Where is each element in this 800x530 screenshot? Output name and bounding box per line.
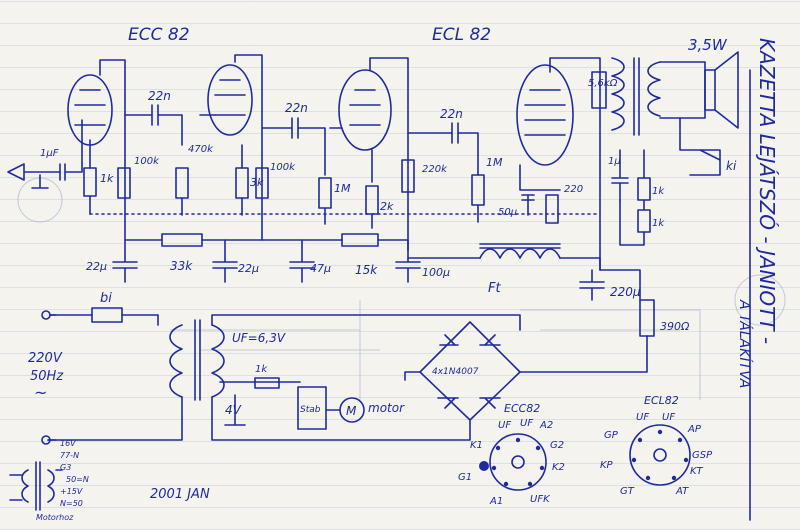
motor-note-line: 77-N	[60, 451, 79, 460]
heater-voltage: UF=6,3V	[232, 331, 286, 345]
speaker-power: 3,5W	[688, 36, 728, 54]
ecc-pin: UF	[498, 420, 511, 431]
ecc-pin: G1	[458, 472, 472, 483]
ecc-pin: UFK	[530, 494, 551, 505]
cap-out: 220µ	[610, 285, 641, 299]
stab-label: Stab	[300, 405, 321, 415]
cap-c3: 22n	[440, 107, 463, 121]
res-g3: 1M	[334, 182, 351, 195]
res-out: 5,6kΩ	[588, 78, 618, 89]
wiring	[7, 51, 739, 445]
motor-note-line: N=50	[60, 499, 83, 508]
ecl-pin: KP	[600, 460, 614, 471]
ecc-pin: A2	[539, 420, 553, 431]
ecl-pin: UF	[662, 412, 675, 423]
ecl-pin: GSP	[692, 450, 713, 461]
res-lamp: 1k	[255, 364, 268, 375]
res-a1: 100k	[134, 156, 160, 167]
ecl-pinout-title: ECL82	[644, 394, 679, 407]
res-fb2: 1k	[652, 218, 665, 229]
res-fb1: 1k	[652, 186, 665, 197]
res-k1: 1k	[100, 172, 114, 185]
res-a3: 220k	[422, 164, 448, 175]
ecl-pin: GT	[620, 486, 635, 497]
res-ser2: 15k	[355, 263, 378, 277]
choke-label: Ft	[488, 281, 501, 296]
ecc-pin: UF	[520, 418, 533, 429]
ecl-pin: KT	[690, 466, 704, 477]
cap-neg: 1µ	[608, 156, 621, 167]
res-k3: 2k	[380, 200, 394, 213]
ecc-pin: K2	[552, 462, 565, 473]
title-vertical: KAZETTA LEJÁTSZÓ - JANIOTT -	[755, 38, 779, 344]
ecl-pin: AP	[687, 424, 702, 435]
motor-note-line: 50=N	[66, 475, 89, 484]
motor-note-label: Motorhoz	[36, 513, 74, 522]
out-label: ki	[726, 159, 737, 173]
motor-label: motor	[368, 401, 405, 415]
ecl-pin: UF	[636, 412, 649, 423]
date-label: 2001 JAN	[150, 487, 210, 502]
tube-v1	[67, 74, 113, 146]
tube-v4	[516, 64, 574, 166]
res-a2: 100k	[270, 162, 296, 173]
cap-b2: 22µ	[238, 262, 259, 275]
bridge-label: 4x1N4007	[432, 367, 479, 377]
tube-v2	[207, 64, 253, 136]
res-ser1: 33k	[170, 259, 193, 273]
motor-note-line: 16V	[60, 439, 76, 448]
motor-note-sketch	[9, 461, 63, 511]
cap-b3: 47µ	[310, 262, 331, 275]
cap-in: 1µF	[40, 148, 59, 159]
cap-c2: 22n	[285, 101, 308, 115]
pinout-ecc82	[479, 433, 547, 491]
mains-voltage: 220V	[28, 351, 63, 366]
res-g4: 1M	[486, 156, 503, 169]
motor-note-line: G3	[60, 463, 71, 472]
background-sketch	[17, 177, 786, 400]
ecc-pinout-title: ECC82	[504, 402, 540, 415]
ecl-pin: AT	[675, 486, 689, 497]
motor-note-line: +15V	[60, 487, 83, 496]
cap-b1: 22µ	[86, 260, 107, 273]
subtitle-vertical: A TÁLAKÍTVA	[736, 299, 753, 388]
cap-c1: 22n	[148, 89, 171, 103]
tube-label-ecc82: ECC 82	[128, 25, 190, 45]
tube-label-ecl82: ECL 82	[432, 25, 491, 45]
res-g2: 470k	[188, 144, 214, 155]
res-k2: 3k	[250, 176, 264, 189]
ecl-pin: GP	[604, 430, 619, 441]
tube-v3	[338, 69, 392, 151]
motor-voltage: 4V	[225, 403, 242, 417]
pinout-ecl82	[629, 424, 691, 486]
ecc-pin: A1	[489, 496, 503, 507]
cap-b4: 100µ	[422, 266, 450, 279]
mains-symbol: ~	[34, 383, 47, 402]
motor-symbol: M	[346, 404, 357, 418]
mains-freq: 50Hz	[30, 369, 64, 384]
res-drop: 390Ω	[660, 320, 690, 333]
ecc-pin: G2	[550, 440, 564, 451]
fuse-label: bi	[100, 291, 112, 306]
cap-k2: 220	[564, 184, 583, 195]
ecc-pin: K1	[470, 440, 483, 451]
labels: ECC 82 ECL 82 3,5W 1µF 22n 22n 22n 22µ 2…	[28, 25, 779, 522]
cap-k1: 50µ	[498, 207, 517, 218]
